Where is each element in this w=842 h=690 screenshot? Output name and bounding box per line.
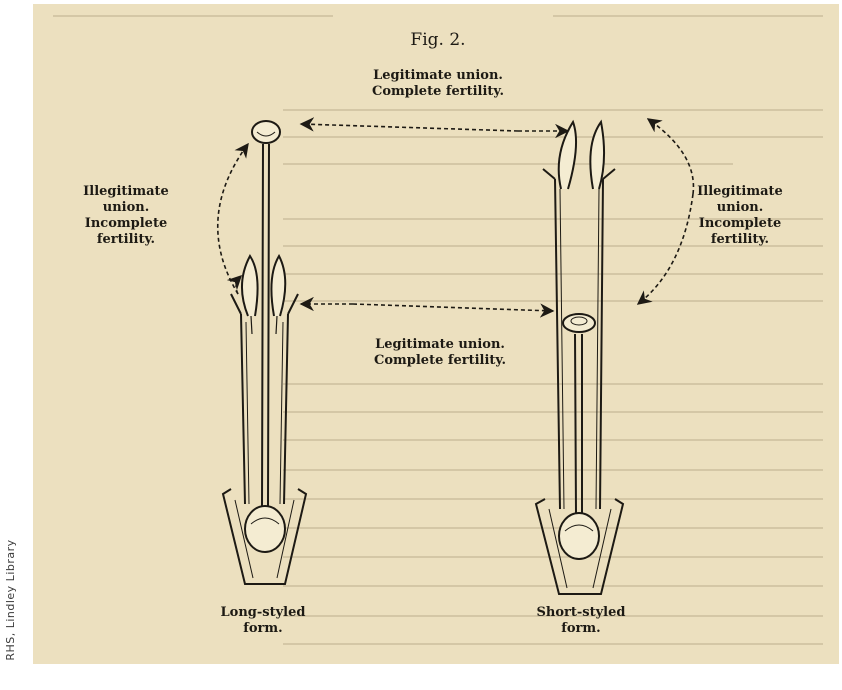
top-legitimate-arrow-left bbox=[301, 124, 518, 131]
figure-title: Fig. 2. bbox=[363, 32, 513, 48]
left-illegitimate-label: Illegitimate union. Incomplete fertility… bbox=[61, 184, 191, 248]
page: RHS, Lindley Library bbox=[0, 0, 842, 667]
flower-diagram bbox=[33, 4, 839, 664]
middle-legitimate-label: Legitimate union. Complete fertility. bbox=[345, 337, 535, 369]
right-illegitimate-arrow-up bbox=[648, 119, 693, 194]
image-credit: RHS, Lindley Library bbox=[1, 510, 21, 690]
right-illegitimate-label: Illegitimate union. Incomplete fertility… bbox=[675, 184, 805, 248]
book-plate: Fig. 2. Legitimate union. Complete ferti… bbox=[33, 4, 839, 664]
show-through-lines bbox=[53, 16, 823, 644]
short-styled-flower bbox=[536, 122, 623, 594]
short-styled-caption: Short-styled form. bbox=[511, 605, 651, 637]
middle-legitimate-arrow-right bbox=[353, 304, 553, 311]
top-legitimate-label: Legitimate union. Complete fertility. bbox=[343, 68, 533, 100]
cross-pollination-arrows bbox=[218, 119, 694, 311]
left-illegitimate-arrow-down bbox=[236, 276, 241, 294]
long-styled-caption: Long-styled form. bbox=[198, 605, 328, 637]
long-styled-flower bbox=[223, 121, 306, 584]
